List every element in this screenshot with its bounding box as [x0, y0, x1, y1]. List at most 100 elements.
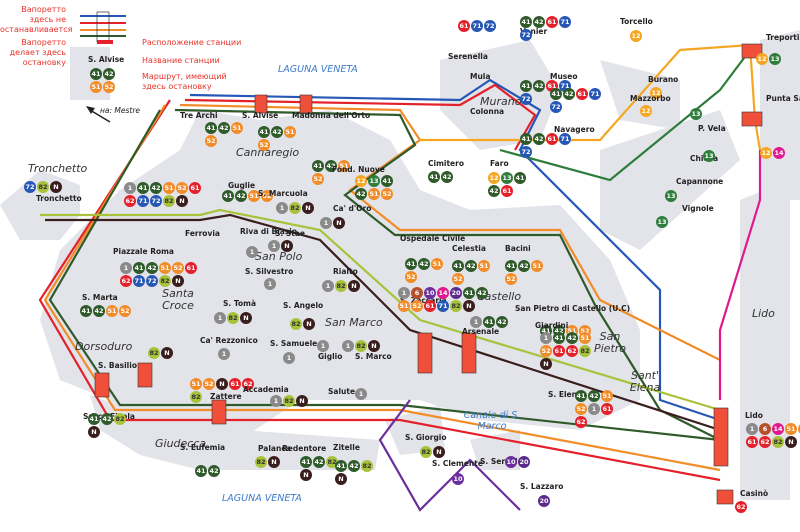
water-label-laguna-south: LAGUNA VENETA — [222, 493, 302, 504]
route-badge-13: 13 — [368, 175, 380, 187]
station-label-madonna-dell-orto: Madonna dell'Orto — [292, 111, 371, 120]
station-label-vignole: Vignole — [682, 204, 714, 213]
route-badge-62: 62 — [124, 195, 136, 207]
route-badge-52: 52 — [205, 135, 217, 147]
route-badge-41: 41 — [483, 316, 495, 328]
route-badge-13: 13 — [769, 53, 781, 65]
route-badge-41: 41 — [514, 172, 526, 184]
route-badge-41: 41 — [520, 80, 532, 92]
route-badge-n: N — [240, 312, 252, 324]
route-badge-n: N — [172, 275, 184, 287]
route-badge-51: 51 — [601, 390, 613, 402]
station-label-p-vela: P. Vela — [698, 124, 726, 133]
legend-no-stop: Вапоретто здесь не останавливается — [0, 5, 73, 34]
route-badge-71: 71 — [133, 275, 145, 287]
legend-station-location: Расположение станции — [142, 38, 242, 47]
route-badge-42: 42 — [355, 188, 367, 200]
station-label-rialto: Rialto — [333, 267, 358, 276]
route-badge-1: 1 — [470, 316, 482, 328]
route-badge-1: 1 — [317, 340, 329, 352]
route-badge-41: 41 — [335, 460, 347, 472]
route-badge-1: 1 — [320, 217, 332, 229]
route-badge-42: 42 — [146, 262, 158, 274]
station-label-piazzale-roma: Piazzale Roma — [113, 247, 174, 256]
station-label-burano: Burano — [648, 75, 679, 84]
route-badge-n: N — [176, 195, 188, 207]
route-badge-n: N — [161, 347, 173, 359]
route-badge-82: 82 — [290, 318, 302, 330]
route-badge-41: 41 — [463, 287, 475, 299]
route-badge-62: 62 — [575, 416, 587, 428]
route-badge-61: 61 — [424, 300, 436, 312]
route-badge-51: 51 — [785, 423, 797, 435]
route-badge-1: 1 — [276, 202, 288, 214]
marker-basilio — [137, 362, 153, 388]
station-label-s-zaccaria: S. Zaccaria — [400, 296, 447, 305]
route-badge-12: 12 — [756, 53, 768, 65]
station-routes-salute: 1 — [355, 388, 375, 400]
route-badge-42: 42 — [101, 413, 113, 425]
route-badge-n: N — [540, 358, 552, 370]
route-badge-41: 41 — [133, 262, 145, 274]
route-badge-51: 51 — [90, 81, 102, 93]
route-badge-51: 51 — [398, 300, 410, 312]
area-san-pietro: San Pietro — [593, 330, 627, 355]
route-badge-52: 52 — [452, 273, 464, 285]
route-badge-82: 82 — [148, 347, 160, 359]
route-line-orange — [43, 103, 721, 472]
route-badge-71: 71 — [559, 133, 571, 145]
route-badge-82: 82 — [159, 275, 171, 287]
station-label-fond-nuove: Fond. Nuove — [332, 165, 385, 174]
route-badge-82: 82 — [355, 340, 367, 352]
station-label-giardini: Giardini — [535, 321, 569, 330]
route-badge-n: N — [216, 378, 228, 390]
station-routes-p-vela: 13 — [690, 108, 710, 120]
route-badge-1: 1 — [588, 403, 600, 415]
route-badge-n: N — [88, 426, 100, 438]
route-badge-12: 12 — [488, 172, 500, 184]
route-badge-52: 52 — [103, 81, 115, 93]
area-cannaregio: Cannaregio — [236, 146, 300, 159]
area-santa-croce: Santa Croce — [162, 287, 194, 312]
route-badge-51: 51 — [231, 122, 243, 134]
station-label-salute: Salute — [328, 387, 356, 396]
station-label-s-marta: S. Marta — [82, 293, 118, 302]
station-label-zattere: Zattere — [210, 392, 242, 401]
station-label-s-clemente: S. Clemente — [432, 459, 483, 468]
station-routes-riva-di-biasio: 1 — [246, 246, 266, 258]
route-badge-82: 82 — [772, 436, 784, 448]
route-badge-1: 1 — [355, 388, 367, 400]
route-badge-52: 52 — [172, 262, 184, 274]
area-dorsoduro: Dorsoduro — [75, 340, 133, 353]
station-label-ferrovia: Ferrovia — [185, 229, 220, 238]
route-badge-51: 51 — [190, 378, 202, 390]
route-badge-61: 61 — [553, 345, 565, 357]
route-badge-42: 42 — [566, 332, 578, 344]
station-routes-mazzorbo: 12 — [640, 105, 660, 117]
station-label-cimitero: Cimitero — [428, 159, 464, 168]
route-badge-51: 51 — [106, 305, 118, 317]
route-badge-n: N — [302, 202, 314, 214]
station-label-guglie: Guglie — [228, 181, 256, 190]
station-routes-s-silvestro: 1 — [264, 278, 284, 290]
route-badge-82: 82 — [335, 280, 347, 292]
route-badge-41: 41 — [300, 456, 312, 468]
area-sant-elena: Sant' Elena — [629, 369, 661, 394]
station-routes-capannone: 13 — [665, 190, 685, 202]
route-badge-82: 82 — [361, 460, 373, 472]
route-badge-12: 12 — [355, 175, 367, 187]
station-label-casin: Casinò — [740, 489, 769, 498]
route-badge-62: 62 — [566, 345, 578, 357]
route-badge-10: 10 — [505, 456, 517, 468]
route-badge-n: N — [785, 436, 797, 448]
route-badge-12: 12 — [650, 87, 662, 99]
route-badge-61: 61 — [746, 436, 758, 448]
route-badge-13: 13 — [501, 172, 513, 184]
